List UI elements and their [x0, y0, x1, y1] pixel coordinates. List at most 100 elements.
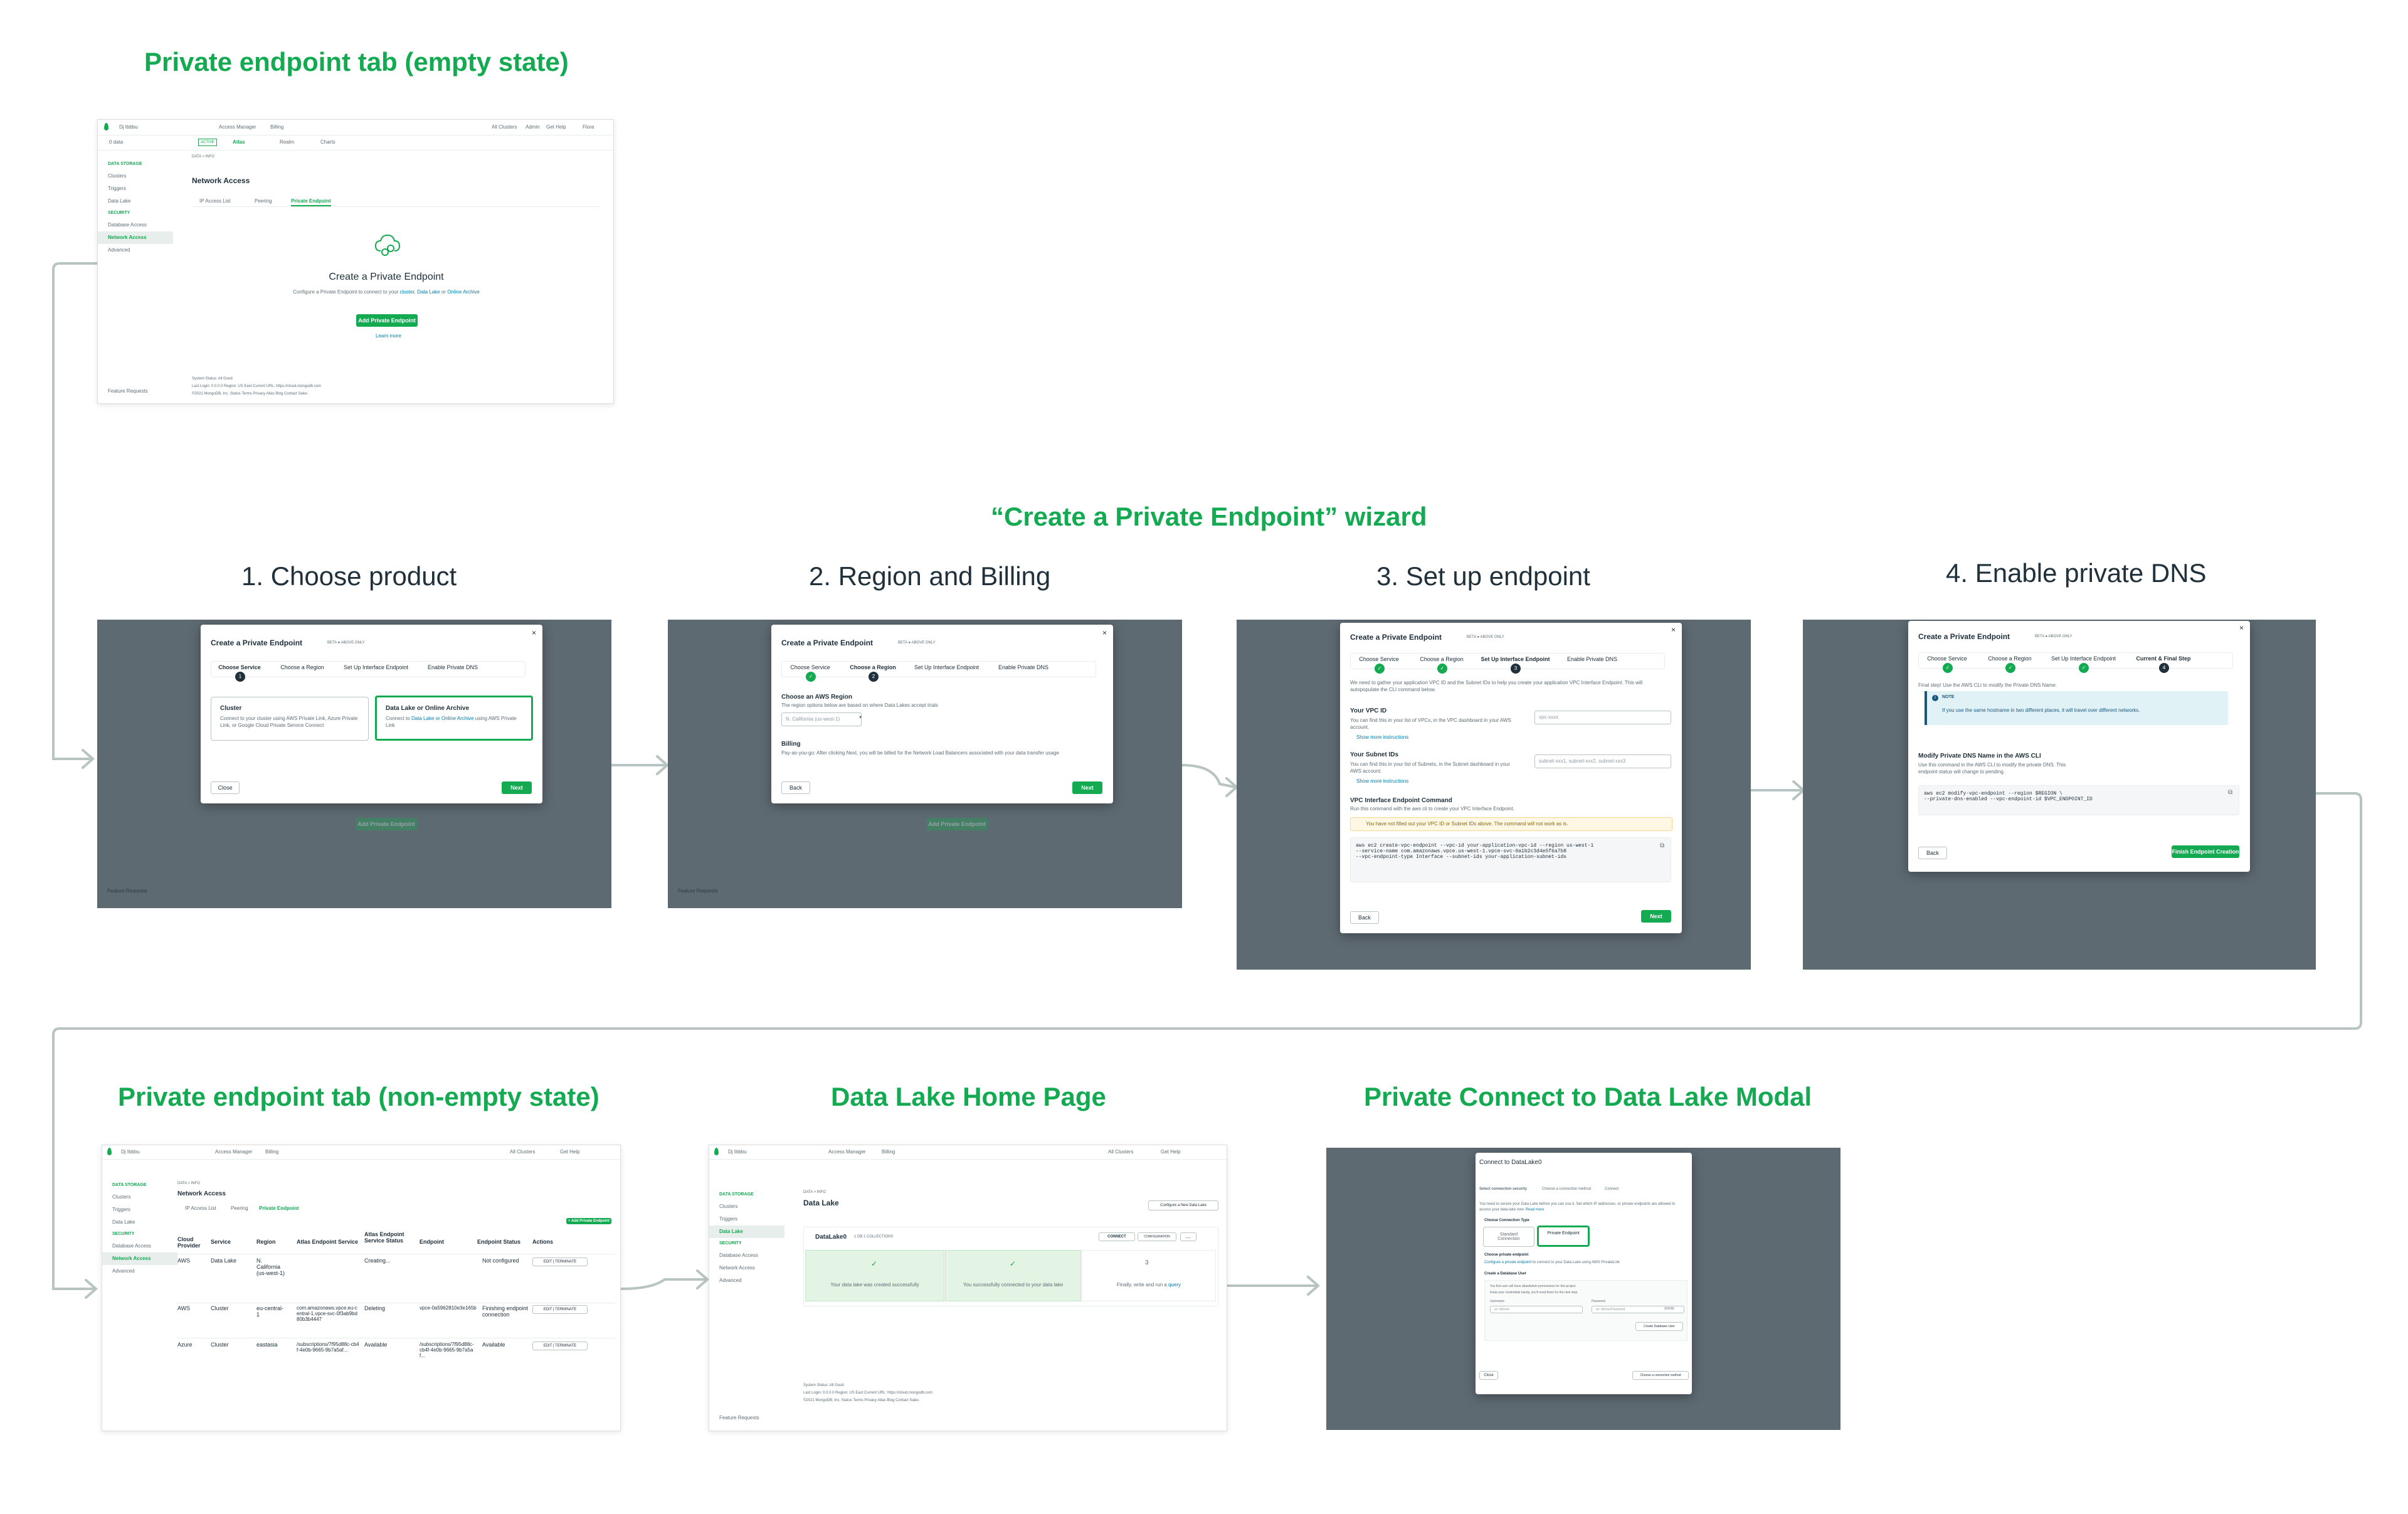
sidebar-item-advanced[interactable]: Advanced [108, 247, 130, 253]
back-button[interactable]: Back [1350, 911, 1379, 924]
sidebar-item-advanced[interactable]: Advanced [112, 1268, 135, 1274]
tab-charts[interactable]: Charts [320, 139, 335, 145]
close-button[interactable]: Close [1479, 1371, 1498, 1380]
option-private-endpoint[interactable]: Private Endpoint [1537, 1225, 1590, 1247]
read-more-link[interactable]: Read more [1525, 1208, 1545, 1212]
add-private-endpoint-button[interactable]: Add Private Endpoint [356, 314, 418, 327]
feature-requests-link[interactable]: Feature Requests [108, 388, 148, 394]
billing-link[interactable]: Billing [882, 1149, 895, 1155]
close-icon[interactable]: × [1102, 628, 1107, 637]
tab-connect[interactable]: Connect [1605, 1187, 1619, 1191]
tab-realm[interactable]: Realm [280, 139, 295, 145]
sidebar-item-triggers[interactable]: Triggers [112, 1207, 131, 1212]
feature-requests-link[interactable]: Feature Requests [719, 1415, 759, 1421]
sidebar-item-clusters[interactable]: Clusters [112, 1194, 131, 1200]
finish-endpoint-creation-button[interactable]: Finish Endpoint Creation [2172, 845, 2239, 858]
show-password-toggle[interactable]: SHOW [1664, 1307, 1674, 1311]
check-icon: ✓ [1010, 1259, 1017, 1268]
lake-name[interactable]: DataLake0 [815, 1234, 847, 1241]
tab-security[interactable]: Select connection security [1479, 1187, 1528, 1191]
org-name[interactable]: Dj Ibbbu [728, 1149, 747, 1155]
option-data-lake-card[interactable]: Data Lake or Online Archive Connect to D… [375, 696, 533, 741]
th-region: Region [256, 1239, 276, 1245]
sidebar-item-data-lake[interactable]: Data Lake [108, 198, 131, 204]
subnet-ids-input[interactable]: subnet-xxx1, subnet-xxx2, subnet-xxx3 [1534, 754, 1671, 768]
username-input[interactable]: ex: dbUser [1490, 1306, 1583, 1313]
sidebar-item-data-lake[interactable]: Data Lake [709, 1225, 784, 1238]
sidebar-item-database-access[interactable]: Database Access [108, 222, 147, 228]
tab-peering[interactable]: Peering [231, 1205, 248, 1211]
org-name[interactable]: Dj Ibbbu [121, 1149, 140, 1155]
configuration-button[interactable]: CONFIGURATION [1138, 1232, 1176, 1241]
tab-peering[interactable]: Peering [255, 198, 272, 204]
sidebar-item-triggers[interactable]: Triggers [719, 1216, 738, 1222]
tab-ip-access-list[interactable]: IP Access List [185, 1205, 216, 1211]
back-button[interactable]: Back [781, 781, 810, 794]
password-input[interactable]: ex: dbUserPassword [1592, 1306, 1684, 1313]
tab-ip-access-list[interactable]: IP Access List [199, 198, 231, 204]
query-link[interactable]: query [1168, 1282, 1181, 1288]
user-menu[interactable]: Flora [583, 124, 594, 130]
back-button[interactable]: Back [1918, 847, 1947, 859]
access-manager-menu[interactable]: Access Manager [828, 1149, 866, 1155]
sidebar-item-triggers[interactable]: Triggers [108, 186, 127, 191]
close-icon[interactable]: × [2239, 623, 2244, 632]
next-button[interactable]: Next [1072, 781, 1102, 794]
get-help-menu[interactable]: Get Help [546, 124, 566, 130]
admin-link[interactable]: Admin [525, 124, 540, 130]
tab-private-endpoint[interactable]: Private Endpoint [259, 1205, 299, 1211]
tab-method[interactable]: Choose a connection method [1542, 1187, 1592, 1191]
close-icon[interactable]: × [1671, 625, 1676, 634]
get-help-menu[interactable]: Get Help [1161, 1149, 1181, 1155]
sidebar-item-data-lake[interactable]: Data Lake [112, 1219, 135, 1225]
tab-private-endpoint[interactable]: Private Endpoint [291, 198, 331, 206]
next-button[interactable]: Next [502, 781, 532, 794]
configure-private-endpoint-link[interactable]: Configure a private endpoint [1484, 1261, 1532, 1264]
edit-terminate-buttons[interactable]: EDIT | TERMINATE [532, 1342, 588, 1350]
option-standard-connection[interactable]: Standard Connection [1483, 1227, 1534, 1247]
learn-more-link[interactable]: Learn more [376, 333, 401, 339]
all-clusters-link[interactable]: All Clusters [492, 124, 517, 130]
cluster-link[interactable]: cluster [399, 289, 415, 295]
option-cluster-card[interactable]: Cluster Connect to your cluster using AW… [211, 697, 369, 741]
edit-terminate-buttons[interactable]: EDIT | TERMINATE [532, 1257, 588, 1266]
lake-desc-link[interactable]: Data Lake or Online Archive [411, 716, 474, 721]
sidebar-item-database-access[interactable]: Database Access [112, 1243, 151, 1249]
online-archive-link[interactable]: Online Archive [447, 289, 480, 295]
choose-connection-method-button[interactable]: Choose a connection method [1632, 1371, 1689, 1380]
edit-terminate-buttons[interactable]: EDIT | TERMINATE [532, 1305, 588, 1314]
sidebar-item-network-access[interactable]: Network Access [719, 1265, 755, 1271]
region-select[interactable]: N. California (us-west-1) [781, 712, 862, 726]
next-button[interactable]: Next [1641, 910, 1671, 923]
configure-new-data-lake-button[interactable]: Configure a New Data Lake [1148, 1200, 1218, 1210]
sidebar-item-network-access[interactable]: Network Access [98, 231, 173, 244]
sidebar-item-clusters[interactable]: Clusters [108, 173, 127, 179]
sidebar-item-clusters[interactable]: Clusters [719, 1204, 738, 1209]
get-help-menu[interactable]: Get Help [560, 1149, 580, 1155]
connect-button[interactable]: CONNECT [1099, 1232, 1135, 1241]
copy-icon[interactable]: ⧉ [2228, 789, 2233, 796]
show-more-subnet[interactable]: Show more instructions [1356, 778, 1409, 784]
access-manager-menu[interactable]: Access Manager [219, 124, 256, 130]
sidebar-item-database-access[interactable]: Database Access [719, 1252, 758, 1258]
vpc-id-input[interactable]: vpc-xxxx [1534, 711, 1671, 724]
copy-icon[interactable]: ⧉ [1660, 842, 1665, 849]
wizard-step1-screen: Create a Private Endpoint BETA ● ABOVE O… [97, 620, 611, 908]
data-lake-link[interactable]: Data Lake [417, 289, 440, 295]
sidebar-item-advanced[interactable]: Advanced [719, 1278, 742, 1283]
tab-atlas[interactable]: Atlas [233, 139, 245, 145]
create-database-user-button[interactable]: Create Database User [1635, 1322, 1683, 1331]
billing-link[interactable]: Billing [270, 124, 284, 130]
org-name[interactable]: Dj Ibbbu [119, 124, 138, 130]
all-clusters-link[interactable]: All Clusters [510, 1149, 536, 1155]
close-icon[interactable]: × [531, 628, 536, 637]
project-selector[interactable]: 0 data [109, 139, 124, 145]
close-button[interactable]: Close [211, 781, 240, 794]
all-clusters-link[interactable]: All Clusters [1108, 1149, 1134, 1155]
more-button[interactable]: ... [1180, 1232, 1196, 1241]
sidebar-item-network-access[interactable]: Network Access [102, 1252, 177, 1265]
add-private-endpoint-button[interactable]: + Add Private Endpoint [566, 1218, 611, 1224]
access-manager-menu[interactable]: Access Manager [215, 1149, 253, 1155]
billing-link[interactable]: Billing [265, 1149, 279, 1155]
show-more-vpc[interactable]: Show more instructions [1356, 734, 1409, 740]
